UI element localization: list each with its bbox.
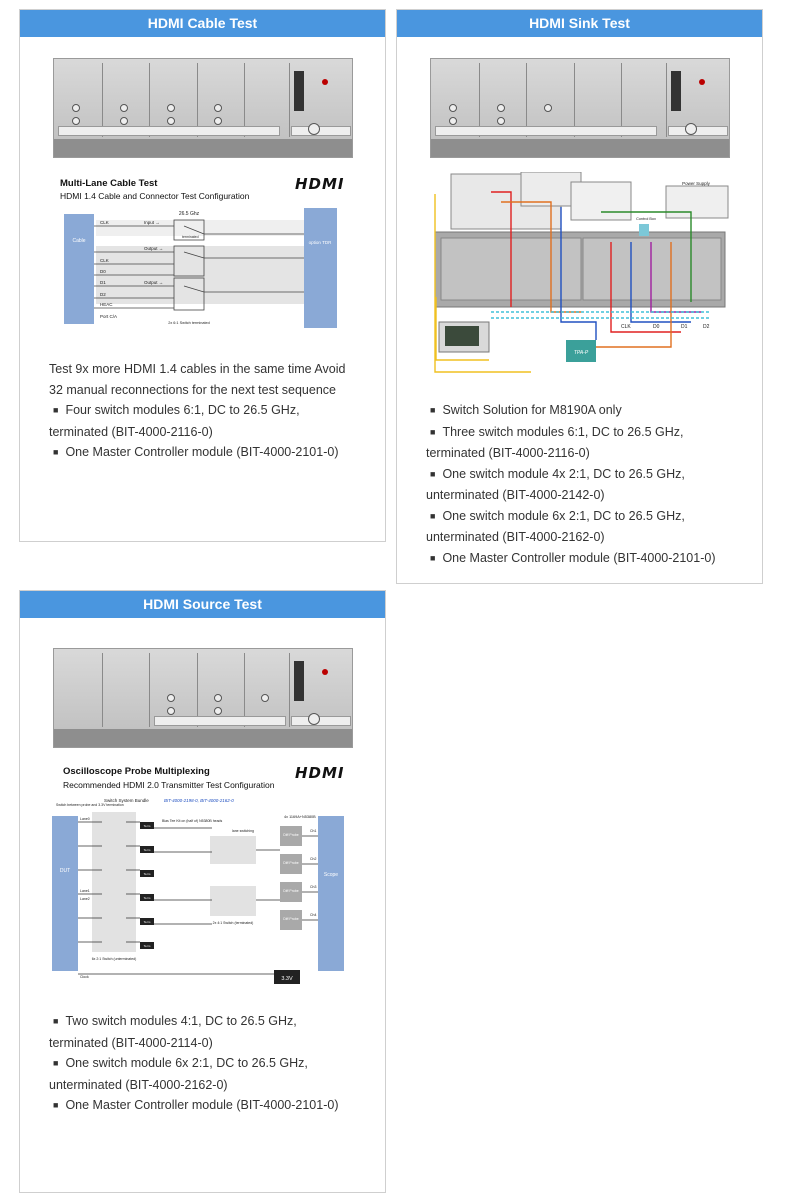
- bundle-parts: BIT-4000-2198-0, BIT-4000-2162-0: [164, 798, 234, 803]
- ch3-label: Ch3: [310, 885, 316, 889]
- bundle-label: Switch System Bundle: [104, 798, 149, 803]
- bullet-continuation: terminated (BIT-4000-2116-0): [49, 424, 213, 439]
- cable-label: Cable: [72, 238, 85, 244]
- card-title: HDMI Cable Test: [20, 10, 385, 37]
- bullet-continuation: terminated (BIT-4000-2114-0): [49, 1035, 213, 1050]
- source-description: Two switch modules 4:1, DC to 26.5 GHz, …: [49, 1011, 338, 1117]
- switch-rack-image: [53, 648, 353, 748]
- switch-rack-image: [53, 58, 353, 158]
- hdmi-logo: HDMI: [295, 764, 345, 782]
- sw-2x4-label: 2x 4:1 Switch (terminated): [213, 921, 254, 925]
- term-label: Term: [144, 848, 151, 852]
- bullet-item: One switch module 6x 2:1, DC to 26.5 GHz…: [426, 506, 715, 528]
- ch1-label: Ch1: [310, 829, 316, 833]
- bias-label: Bias Tee Kit on (half of) N5380B heads: [162, 819, 223, 823]
- clk-top-label: CLK: [100, 220, 109, 225]
- diff-probe-label: Diff Probe: [283, 833, 299, 837]
- source-test-card: HDMI Source Test Oscilloscope Probe Mult…: [19, 590, 386, 1193]
- bullet-item: Switch Solution for M8190A only: [426, 400, 715, 422]
- bullet-item: One Master Controller module (BIT-4000-2…: [49, 1095, 338, 1117]
- desc-line: Test 9x more HDMI 1.4 cables in the same…: [49, 362, 346, 376]
- probes-note: 4x 1169A+N5380B: [284, 815, 316, 819]
- sw-6x2-label: 6x 2:1 Switch (unterminated): [92, 957, 137, 961]
- bullet-continuation: terminated (BIT-4000-2116-0): [426, 446, 590, 460]
- dut-label: DUT: [60, 868, 70, 874]
- bullet-continuation: unterminated (BIT-4000-2162-0): [49, 1077, 228, 1092]
- bullet-continuation: unterminated (BIT-4000-2142-0): [426, 488, 605, 502]
- cable-test-diagram: Cable option TDR 26.5 Ghz CLK Input → te…: [64, 208, 337, 328]
- diagram-subtitle: HDMI 1.4 Cable and Connector Test Config…: [60, 191, 250, 201]
- source-test-diagram: Switch System Bundle BIT-4000-2198-0, BI…: [52, 798, 344, 984]
- diagram-title: Oscilloscope Probe Multiplexing: [63, 766, 210, 777]
- ch4-label: Ch4: [310, 913, 316, 917]
- sink-description: Switch Solution for M8190A only Three sw…: [426, 400, 715, 569]
- freq-label: 26.5 Ghz: [179, 211, 200, 217]
- card-title: HDMI Sink Test: [397, 10, 762, 37]
- diff-probe-label: Diff Probe: [283, 861, 299, 865]
- output-label-2: Output →: [144, 280, 163, 285]
- ch2-label: Ch2: [310, 857, 316, 861]
- lane0-label: Lane0: [80, 817, 90, 821]
- diff-probe-label: Diff Probe: [283, 889, 299, 893]
- scope-label: Scope: [324, 872, 338, 878]
- right-box-label: option TDR: [309, 240, 332, 245]
- term-label: Term: [144, 944, 151, 948]
- tpa-label: TPA-P: [574, 350, 589, 356]
- terminated-label: terminated: [182, 235, 199, 239]
- lane-label-d2: D2: [100, 292, 106, 297]
- d1-label: D1: [681, 324, 688, 330]
- switch-rack-image: [430, 58, 730, 158]
- term-label: Term: [144, 920, 151, 924]
- bullet-item: Four switch modules 6:1, DC to 26.5 GHz,: [49, 400, 345, 422]
- sink-test-card: HDMI Sink Test Power Supply Control Box …: [396, 9, 763, 584]
- clock-label: Clock: [80, 975, 89, 979]
- cable-description: Test 9x more HDMI 1.4 cables in the same…: [49, 359, 345, 464]
- bullet-continuation: unterminated (BIT-4000-2162-0): [426, 530, 605, 544]
- diagram-title: Multi-Lane Cable Test: [60, 178, 158, 189]
- lane-label-d0: D0: [100, 269, 106, 274]
- bullet-item: One switch module 6x 2:1, DC to 26.5 GHz…: [49, 1053, 338, 1075]
- v33-label: 3.3V: [281, 976, 293, 982]
- bullet-item: Two switch modules 4:1, DC to 26.5 GHz,: [49, 1011, 338, 1033]
- cable-test-card: HDMI Cable Test Multi-Lane Cable Test HD…: [19, 9, 386, 542]
- lane-label-heac: HEAC: [100, 302, 113, 307]
- desc-line: 32 manual reconnections for the next tes…: [49, 382, 336, 397]
- lane-label-port: Port C/A: [100, 314, 117, 319]
- control-box-label: Control Box: [636, 217, 656, 221]
- switch-between-label: Switch between probe and 3.3V terminatio…: [56, 803, 124, 807]
- switch-note: 2x 6:1 Switch terminated: [168, 321, 210, 325]
- diagram-subtitle: Recommended HDMI 2.0 Transmitter Test Co…: [63, 780, 275, 790]
- term-label: Term: [144, 896, 151, 900]
- d2-label: D2: [703, 324, 710, 330]
- d0-label: D0: [653, 324, 660, 330]
- lane2-label: Lane2: [80, 897, 90, 901]
- bullet-item: One Master Controller module (BIT-4000-2…: [426, 548, 715, 570]
- lane1-label: Lane1: [80, 889, 90, 893]
- diff-probe-label: Diff Probe: [283, 917, 299, 921]
- lane-label-clk: CLK: [100, 258, 109, 263]
- clk-label: CLK: [621, 324, 631, 330]
- term-label: Term: [144, 824, 151, 828]
- input-label: Input →: [144, 220, 160, 225]
- card-title: HDMI Source Test: [20, 591, 385, 618]
- bullet-item: One switch module 4x 2:1, DC to 26.5 GHz…: [426, 464, 715, 486]
- bullet-item: One Master Controller module (BIT-4000-2…: [49, 442, 345, 464]
- output-label-1: Output →: [144, 246, 163, 251]
- lane-switching-label: lane switching: [232, 829, 254, 833]
- bullet-item: Three switch modules 6:1, DC to 26.5 GHz…: [426, 422, 715, 444]
- term-label: Term: [144, 872, 151, 876]
- lane-label-d1: D1: [100, 280, 106, 285]
- sink-test-setup-diagram: Power Supply Control Box TPA-P CLK D0 D1…: [434, 172, 729, 373]
- hdmi-logo: HDMI: [295, 175, 345, 193]
- power-supply-label: Power Supply: [682, 181, 711, 186]
